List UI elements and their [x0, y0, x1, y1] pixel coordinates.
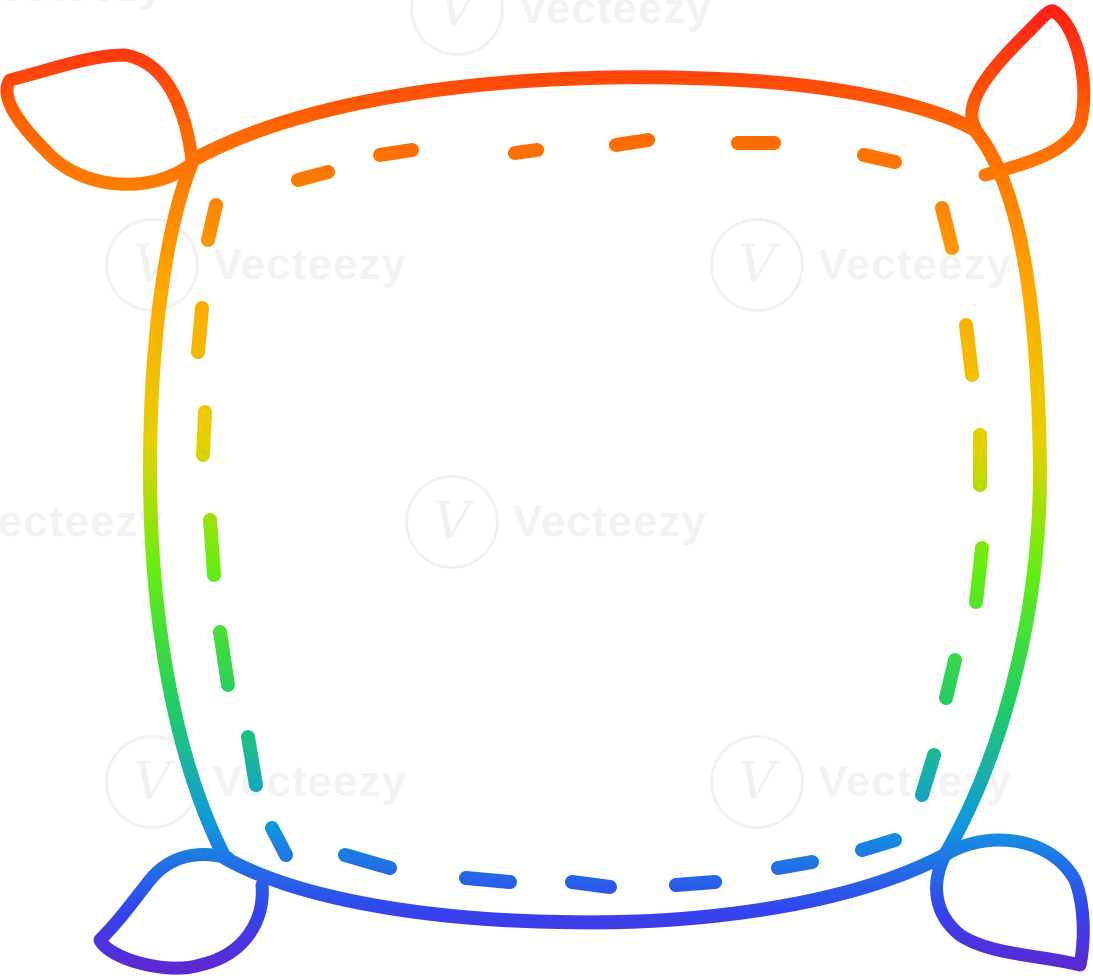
- watermark-text: Vecteezy: [518, 0, 712, 33]
- watermark-text: Vecteezy: [0, 497, 164, 546]
- watermark-glyph: V: [438, 0, 476, 39]
- stitching: [191, 133, 989, 894]
- watermark-glyph: V: [433, 492, 471, 552]
- stitch-dash: [855, 833, 902, 857]
- tassel-bottom-right: [930, 833, 1090, 972]
- stitch-dash: [959, 318, 979, 382]
- stitch-dash: [857, 148, 902, 169]
- stitch-dash: [565, 875, 617, 894]
- stitch-dash: [939, 653, 962, 705]
- stitch-dash: [373, 143, 419, 162]
- watermark: Vecteezy: [0, 0, 164, 12]
- stitch-dash: [459, 871, 517, 889]
- watermark-text: Vecteezy: [0, 0, 164, 12]
- watermark-text: Vecteezy: [513, 497, 707, 546]
- watermark-text: Vecteezy: [213, 757, 407, 806]
- watermark-text: Vecteezy: [818, 240, 1012, 289]
- stitch-dash: [213, 625, 235, 692]
- watermark-glyph: V: [738, 235, 776, 295]
- stitch-dash: [203, 513, 221, 582]
- stitch-dash: [265, 821, 293, 862]
- watermark-glyph: V: [133, 752, 171, 812]
- watermark-logo-icon: V: [710, 218, 804, 312]
- watermark-logo-icon: V: [405, 475, 499, 569]
- stitch-dash: [196, 405, 212, 462]
- stitch-dash: [969, 541, 989, 609]
- stitch-dash: [609, 133, 655, 152]
- watermark: V Vecteezy: [105, 735, 407, 829]
- tassel-bottom-left: [93, 848, 269, 975]
- stitch-dash: [508, 143, 544, 160]
- stitch-dash: [935, 201, 959, 255]
- tassel-top-right: [965, 4, 1091, 182]
- watermark: V Vecteezy: [410, 0, 712, 56]
- stitch-dash: [338, 848, 397, 875]
- stitch-dash: [771, 855, 819, 875]
- watermark: V Vecteezy: [405, 475, 707, 569]
- watermark: V Vecteezy: [710, 218, 1012, 312]
- stitch-dash: [241, 730, 263, 792]
- watermark-glyph: V: [738, 752, 776, 812]
- stitch-dash: [291, 165, 335, 187]
- watermark: Vecteezy: [0, 497, 164, 547]
- stitch-dash: [915, 748, 941, 802]
- stitch-dash: [191, 301, 209, 359]
- stitch-dash: [201, 198, 223, 247]
- pillow-outline: [143, 70, 1047, 930]
- tassel-top-left: [0, 48, 199, 191]
- watermark-text: Vecteezy: [213, 240, 407, 289]
- stitch-dash: [669, 875, 722, 892]
- watermark-logo-icon: V: [710, 735, 804, 829]
